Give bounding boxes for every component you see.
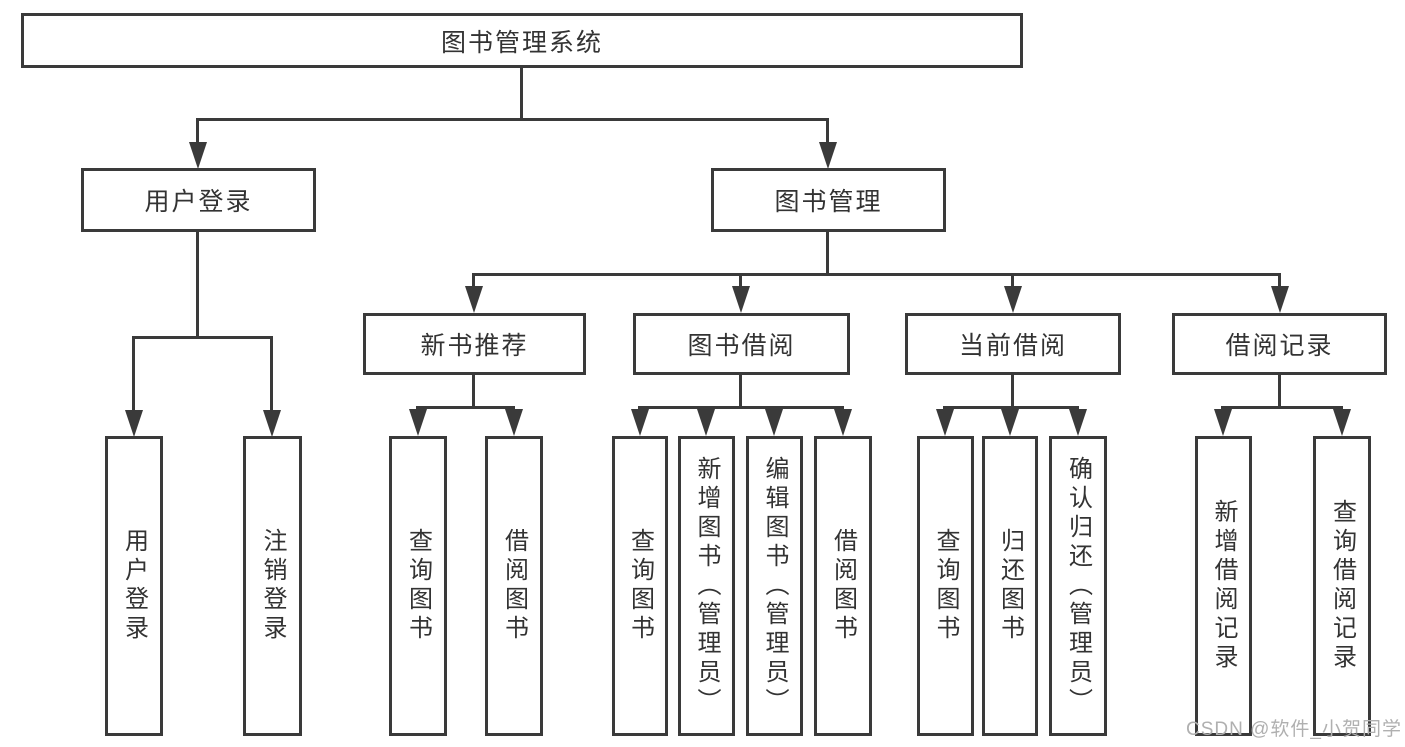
connector-line: [270, 336, 273, 412]
node-leaf-add-books-admin: 新增图书（管理员）: [678, 436, 735, 736]
node-leaf-return-books: 归还图书: [982, 436, 1038, 736]
node-new-book-recommendation: 新书推荐: [363, 313, 586, 375]
node-leaf-query-borrow-record: 查询借阅记录: [1313, 436, 1371, 736]
node-label: 借阅图书: [500, 528, 528, 644]
connector-line: [418, 406, 514, 409]
connector-line: [1011, 375, 1014, 406]
arrowhead-down-icon: [189, 142, 207, 169]
node-label: 查询借阅记录: [1328, 499, 1356, 673]
node-leaf-logout: 注销登录: [243, 436, 302, 736]
connector-line: [826, 232, 829, 273]
csdn-watermark: CSDN @软件_小贺同学: [1186, 719, 1402, 740]
arrowhead-down-icon: [1001, 409, 1019, 436]
arrowhead-down-icon: [263, 410, 281, 437]
node-borrowing-records: 借阅记录: [1172, 313, 1387, 375]
connector-line: [198, 118, 828, 121]
connector-line: [1278, 273, 1281, 288]
node-leaf-borrow-books-1: 借阅图书: [485, 436, 543, 736]
node-label: 查询图书: [404, 528, 432, 644]
arrowhead-down-icon: [697, 409, 715, 436]
arrowhead-down-icon: [1004, 286, 1022, 313]
node-book-borrowing: 图书借阅: [633, 313, 850, 375]
node-label: 新增图书（管理员）: [693, 455, 720, 717]
arrowhead-down-icon: [125, 410, 143, 437]
connector-line: [739, 375, 742, 406]
connector-line: [472, 375, 475, 406]
node-label: 用户登录: [144, 188, 253, 216]
node-label: 归还图书: [996, 528, 1024, 644]
node-leaf-query-books-3: 查询图书: [917, 436, 974, 736]
arrowhead-down-icon: [1069, 409, 1087, 436]
connector-line: [196, 118, 199, 144]
connector-line: [520, 68, 523, 118]
node-leaf-user-login: 用户登录: [105, 436, 163, 736]
node-label: 当前借阅: [958, 332, 1067, 360]
node-label: 图书借阅: [687, 332, 796, 360]
connector-line: [826, 118, 829, 144]
node-label: 图书管理系统: [440, 28, 603, 57]
node-label: 图书管理: [774, 188, 883, 216]
arrowhead-down-icon: [465, 286, 483, 313]
connector-line: [134, 336, 272, 339]
node-leaf-add-borrow-record: 新增借阅记录: [1195, 436, 1252, 736]
node-leaf-edit-books-admin: 编辑图书（管理员）: [746, 436, 803, 736]
node-label: 编辑图书（管理员）: [761, 455, 788, 717]
connector-line: [196, 232, 199, 336]
connector-line: [739, 273, 742, 288]
connector-line: [1011, 273, 1014, 288]
arrowhead-down-icon: [1333, 409, 1351, 436]
node-leaf-confirm-return-admin: 确认归还（管理员）: [1049, 436, 1107, 736]
arrowhead-down-icon: [765, 409, 783, 436]
connector-line: [132, 336, 135, 412]
connector-line: [945, 406, 1078, 409]
arrowhead-down-icon: [819, 142, 837, 169]
node-library-management-system: 图书管理系统: [21, 13, 1023, 68]
node-label: 新书推荐: [420, 332, 529, 360]
node-label: 确认归还（管理员）: [1064, 455, 1092, 717]
arrowhead-down-icon: [834, 409, 852, 436]
node-leaf-query-books-1: 查询图书: [389, 436, 447, 736]
node-label: 新增借阅记录: [1210, 499, 1237, 673]
node-label: 注销登录: [259, 528, 286, 644]
node-leaf-query-books-2: 查询图书: [612, 436, 668, 736]
connector-line: [472, 273, 475, 288]
connector-line: [474, 273, 1280, 276]
arrowhead-down-icon: [505, 409, 523, 436]
node-label: 用户登录: [120, 528, 148, 644]
connector-line: [1223, 406, 1342, 409]
connector-line: [640, 406, 843, 409]
node-leaf-borrow-books-2: 借阅图书: [814, 436, 872, 736]
arrowhead-down-icon: [409, 409, 427, 436]
node-user-login-branch: 用户登录: [81, 168, 316, 232]
connector-line: [1278, 375, 1281, 406]
node-book-management-branch: 图书管理: [711, 168, 946, 232]
arrowhead-down-icon: [1214, 409, 1232, 436]
arrowhead-down-icon: [1271, 286, 1289, 313]
node-label: 借阅记录: [1225, 332, 1334, 360]
node-current-borrowing: 当前借阅: [905, 313, 1121, 375]
node-label: 查询图书: [932, 528, 959, 644]
node-label: 借阅图书: [829, 528, 857, 644]
arrowhead-down-icon: [936, 409, 954, 436]
arrowhead-down-icon: [631, 409, 649, 436]
node-label: 查询图书: [626, 528, 654, 644]
arrowhead-down-icon: [732, 286, 750, 313]
